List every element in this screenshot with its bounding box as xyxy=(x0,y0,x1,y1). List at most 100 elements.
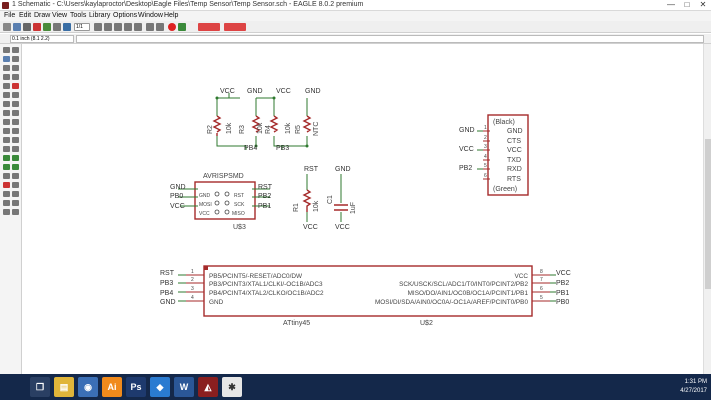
net-tool-icon[interactable] xyxy=(12,155,19,161)
minimize-button[interactable]: — xyxy=(667,0,675,9)
add-tool-icon[interactable] xyxy=(3,92,10,98)
move-tool-icon[interactable] xyxy=(3,65,10,71)
info-tool-icon[interactable] xyxy=(3,47,10,53)
zoom-select-icon[interactable] xyxy=(134,23,142,31)
print-icon[interactable] xyxy=(23,23,31,31)
attribute-tool-icon[interactable] xyxy=(3,173,10,179)
board-icon[interactable] xyxy=(43,23,51,31)
split-tool-icon[interactable] xyxy=(3,119,10,125)
menu-view[interactable]: View xyxy=(52,12,68,19)
menu-file[interactable]: File xyxy=(4,12,16,19)
junction-tool-icon[interactable] xyxy=(3,164,10,170)
menu-tools[interactable]: Tools xyxy=(70,12,87,19)
taskbar-task-view-icon[interactable]: ❐ xyxy=(30,377,50,397)
script-icon[interactable] xyxy=(53,23,61,31)
errors-tool-icon[interactable] xyxy=(12,182,19,188)
menu-options[interactable]: Options xyxy=(113,12,138,19)
capacitor-c1[interactable] xyxy=(334,204,348,211)
resistor-r1[interactable] xyxy=(302,189,312,212)
modules-tool-icon[interactable] xyxy=(12,209,19,215)
name-tool-icon[interactable] xyxy=(3,101,10,107)
line-tool-icon[interactable] xyxy=(3,128,10,134)
taskbar-slack-icon[interactable]: ✱ xyxy=(222,377,242,397)
pinswap-tool-icon[interactable] xyxy=(3,191,10,197)
ftdi-body xyxy=(487,114,529,196)
isp-pad xyxy=(224,191,230,197)
system-clock[interactable]: 1:31 PM 4/27/2017 xyxy=(680,378,707,396)
mcu-pin-num: 5 xyxy=(540,295,543,301)
copy-tool-icon[interactable] xyxy=(12,65,19,71)
zoom-out-icon[interactable] xyxy=(114,23,122,31)
resistor-r4[interactable] xyxy=(269,115,279,133)
menu-library[interactable]: Library xyxy=(89,12,111,19)
ripup-tool-icon[interactable] xyxy=(3,200,10,206)
mark-tool-icon[interactable] xyxy=(12,56,19,62)
smash-tool-icon[interactable] xyxy=(3,110,10,116)
design-link-icon[interactable] xyxy=(198,23,220,31)
taskbar-word-icon[interactable]: W xyxy=(174,377,194,397)
menu-help[interactable]: Help xyxy=(164,12,179,19)
value-tool-icon[interactable] xyxy=(12,101,19,107)
mirror-tool-icon[interactable] xyxy=(3,74,10,80)
vertical-scrollbar[interactable] xyxy=(703,44,711,374)
zoom-in-icon[interactable] xyxy=(104,23,112,31)
taskbar-file-explorer-icon[interactable]: ▤ xyxy=(54,377,74,397)
close-button[interactable]: ✕ xyxy=(699,0,707,9)
rect-tool-icon[interactable] xyxy=(3,146,10,152)
mcu-pin-num: 6 xyxy=(540,286,543,292)
ftdi-pin-num: 2 xyxy=(484,135,487,141)
replace-tool-icon[interactable] xyxy=(12,92,19,98)
taskbar-illustrator-icon[interactable]: Ai xyxy=(102,377,122,397)
taskbar-photoshop-icon[interactable]: Ps xyxy=(126,377,146,397)
go-icon[interactable] xyxy=(178,23,186,31)
resistor-r5[interactable] xyxy=(302,115,312,133)
ftdi-header[interactable]: (Black) (Green) GND VCC PB2 1 2 3 4 5 6 … xyxy=(459,114,529,196)
isp-header[interactable]: AVRISPSMD GND PB0 VCC RST PB2 PB1 GND MO… xyxy=(170,173,273,231)
maximize-button[interactable]: □ xyxy=(684,0,690,9)
sheet-select[interactable]: 1/1 xyxy=(74,23,90,31)
dimension-tool-icon[interactable] xyxy=(12,173,19,179)
fusion-sync-icon[interactable] xyxy=(224,23,246,31)
menu-draw[interactable]: Draw xyxy=(34,12,51,19)
save-icon[interactable] xyxy=(13,23,21,31)
mcu-pin-8-label: VCC xyxy=(515,273,529,280)
undo-icon[interactable] xyxy=(146,23,154,31)
attiny45[interactable]: RST PB3 PB4 GND VCC PB2 PB1 PB0 1 2 3 4 … xyxy=(160,265,571,327)
display-tool-icon[interactable] xyxy=(3,56,10,62)
taskbar-chrome-icon[interactable]: ◉ xyxy=(78,377,98,397)
resistor-r3[interactable] xyxy=(251,115,261,133)
cam-icon[interactable] xyxy=(33,23,41,31)
redraw-icon[interactable] xyxy=(124,23,132,31)
group-tool-icon[interactable] xyxy=(3,83,10,89)
rotate-tool-icon[interactable] xyxy=(12,74,19,80)
command-input[interactable] xyxy=(76,35,704,43)
invoke-tool-icon[interactable] xyxy=(12,119,19,125)
resistor-r2[interactable] xyxy=(212,115,222,136)
bus-tool-icon[interactable] xyxy=(3,155,10,161)
miter-tool-icon[interactable] xyxy=(12,110,19,116)
redo-icon[interactable] xyxy=(156,23,164,31)
text-tool-icon[interactable] xyxy=(12,128,19,134)
open-icon[interactable] xyxy=(3,23,11,31)
menu-edit[interactable]: Edit xyxy=(19,12,32,19)
schematic-canvas[interactable]: .w { stroke: #2f7a2f; stroke-width: 1; f… xyxy=(22,44,703,374)
menu-window[interactable]: Window xyxy=(138,12,163,19)
polygon-tool-icon[interactable] xyxy=(12,146,19,152)
label-tool-icon[interactable] xyxy=(12,164,19,170)
arc-tool-icon[interactable] xyxy=(12,137,19,143)
frame-tool-icon[interactable] xyxy=(3,209,10,215)
delete-tool-icon[interactable] xyxy=(12,83,19,89)
taskbar-store-icon[interactable]: ◆ xyxy=(150,377,170,397)
show-tool-icon[interactable] xyxy=(12,47,19,53)
route-tool-icon[interactable] xyxy=(12,200,19,206)
scrollbar-thumb[interactable] xyxy=(705,139,711,289)
stop-icon[interactable] xyxy=(168,23,176,31)
title-bar: 1 Schematic - C:\Users\kaylaproctor\Desk… xyxy=(0,0,711,11)
erc-tool-icon[interactable] xyxy=(3,182,10,188)
taskbar-eagle-icon[interactable]: ◭ xyxy=(198,377,218,397)
gateswap-tool-icon[interactable] xyxy=(12,191,19,197)
ftdi-net-gnd: GND xyxy=(459,127,475,134)
zoom-fit-icon[interactable] xyxy=(94,23,102,31)
circle-tool-icon[interactable] xyxy=(3,137,10,143)
run-icon[interactable] xyxy=(63,23,71,31)
